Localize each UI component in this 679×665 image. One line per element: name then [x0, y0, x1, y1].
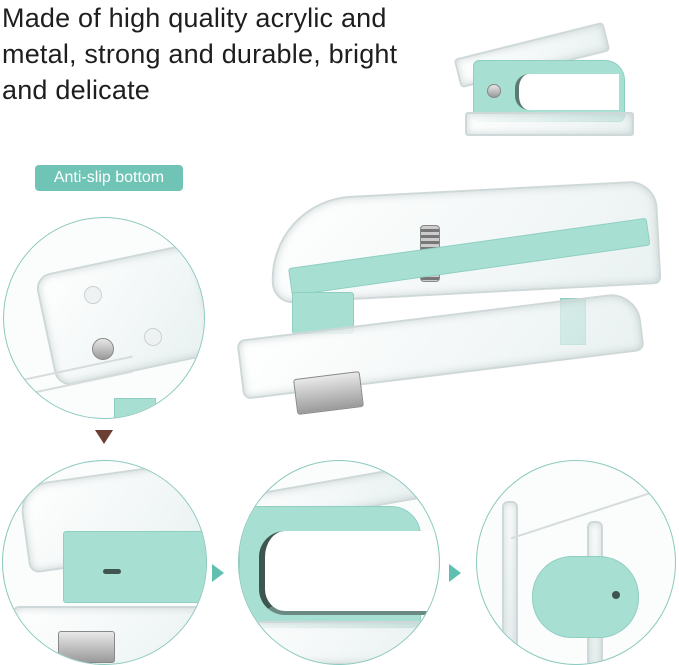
mint-edge — [114, 398, 156, 418]
tape-holder-acrylic-left — [502, 501, 518, 655]
base-corner-acrylic — [33, 242, 204, 388]
remover-jaw-base — [239, 621, 433, 664]
staple-remover-rivet — [487, 84, 501, 98]
tape-roll-cylinder — [532, 556, 639, 638]
detail-circle-tape-roll — [476, 460, 676, 665]
tape-roll-axle — [612, 591, 620, 599]
staple-remover-image — [453, 12, 635, 147]
arrow-right-icon — [449, 564, 461, 582]
staple-remover-jaw-opening — [515, 74, 619, 110]
magnet-rivet — [92, 338, 114, 360]
detail-circle-anti-slip-bottom — [3, 217, 205, 419]
staple-remover-base-acrylic — [465, 112, 634, 136]
stapler-head-slot — [103, 569, 121, 574]
stapler-anvil-plate — [293, 371, 364, 415]
anti-slip-pad-icon — [144, 328, 162, 346]
detail-circle-remover-jaw — [238, 460, 440, 665]
remover-jaw-opening — [259, 531, 435, 615]
detail-circle-stapler-head — [2, 460, 207, 665]
stapler-image — [230, 179, 670, 440]
anti-slip-pad-icon — [84, 286, 102, 304]
anti-slip-bottom-badge: Anti-slip bottom — [35, 165, 183, 191]
arrow-right-icon — [212, 564, 224, 582]
stapler-head-mint-arm — [63, 531, 206, 603]
stapler-head-anvil — [58, 631, 115, 663]
arrow-down-icon — [95, 430, 113, 444]
product-description-headline: Made of high quality acrylic and metal, … — [2, 3, 398, 105]
